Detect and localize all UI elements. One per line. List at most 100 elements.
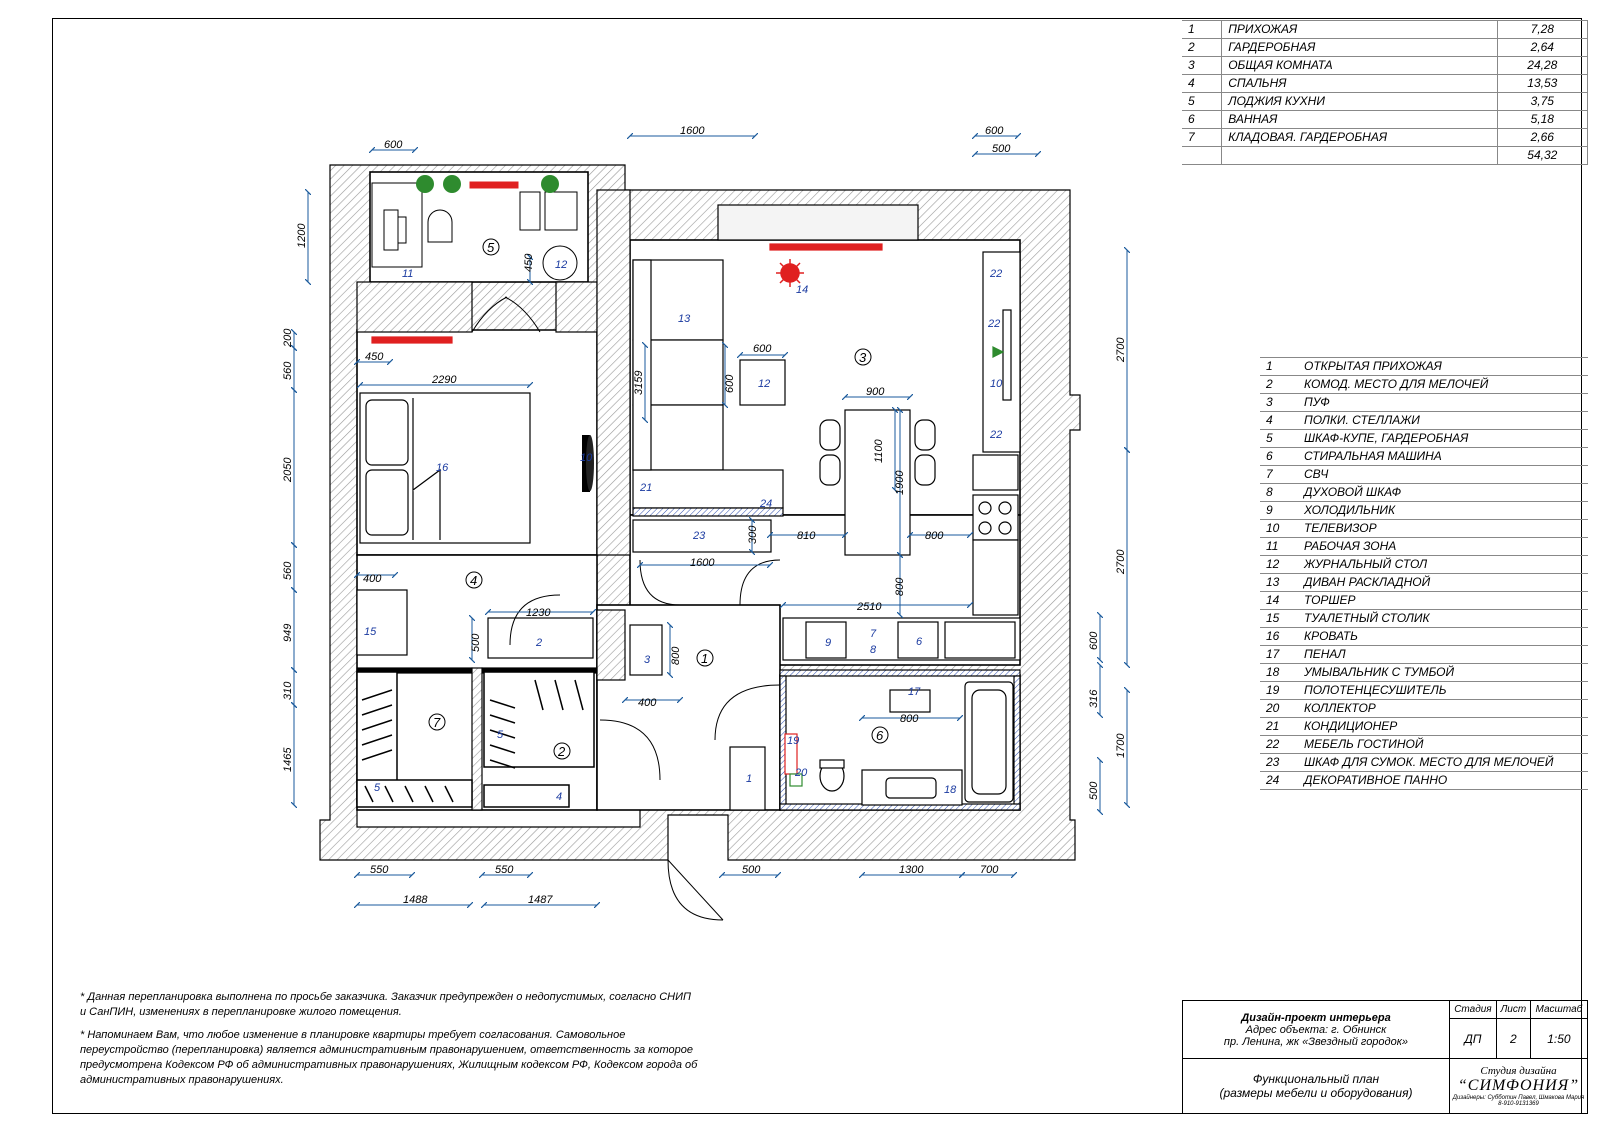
svg-text:400: 400 xyxy=(638,697,657,709)
svg-text:2050: 2050 xyxy=(282,457,294,483)
legend-num: 9 xyxy=(1260,501,1298,520)
legend-name: ЖУРНАЛЬНЫЙ СТОЛ xyxy=(1298,555,1588,574)
svg-text:5: 5 xyxy=(487,240,495,255)
studio-caption: Студия дизайна xyxy=(1480,1065,1557,1077)
legend-num: 11 xyxy=(1260,537,1298,556)
scale-label: Масштаб xyxy=(1529,1000,1589,1019)
loggia-furniture xyxy=(371,181,578,281)
svg-text:500: 500 xyxy=(470,633,482,652)
svg-text:1: 1 xyxy=(746,773,752,785)
room-area: 2,64 xyxy=(1497,38,1589,57)
legend-name: КОЛЛЕКТОР xyxy=(1298,699,1588,718)
legend-num: 17 xyxy=(1260,645,1298,664)
legend-num: 1 xyxy=(1260,357,1298,376)
svg-text:22: 22 xyxy=(987,318,1000,330)
svg-text:5: 5 xyxy=(497,729,504,741)
studio-logo: Студия дизайна “СИМФОНИЯ” Дизайнеры: Суб… xyxy=(1449,1058,1588,1114)
svg-text:2700: 2700 xyxy=(1115,337,1127,363)
svg-text:12: 12 xyxy=(555,259,567,271)
legend-name: ДУХОВОЙ ШКАФ xyxy=(1298,483,1588,502)
room-area: 2,66 xyxy=(1497,128,1589,147)
legend-name: КОНДИЦИОНЕР xyxy=(1298,717,1588,736)
project-title: Дизайн-проект интерьера xyxy=(1241,1011,1391,1024)
bedroom-furniture xyxy=(356,336,594,659)
svg-text:10: 10 xyxy=(990,378,1003,390)
svg-text:2700: 2700 xyxy=(1115,549,1127,575)
svg-text:450: 450 xyxy=(365,351,384,363)
legend-name: МЕБЕЛЬ ГОСТИНОЙ xyxy=(1298,735,1588,754)
svg-text:1465: 1465 xyxy=(282,747,294,772)
legend-name: РАБОЧАЯ ЗОНА xyxy=(1298,537,1588,556)
sheet-value: 2 xyxy=(1495,1018,1531,1059)
legend-num: 18 xyxy=(1260,663,1298,682)
legend-name: ШКАФ ДЛЯ СУМОК. МЕСТО ДЛЯ МЕЛОЧЕЙ xyxy=(1298,753,1588,772)
svg-text:13: 13 xyxy=(678,313,691,325)
legend-name: ПЕНАЛ xyxy=(1298,645,1588,664)
legend-name: ПУФ xyxy=(1298,393,1588,412)
room-area: 5,18 xyxy=(1497,110,1589,129)
room-num: 5 xyxy=(1182,92,1223,111)
svg-text:810: 810 xyxy=(797,530,816,542)
legend-name: ОТКРЫТАЯ ПРИХОЖАЯ xyxy=(1298,357,1588,376)
legend-name: ДИВАН РАСКЛАДНОЙ xyxy=(1298,573,1588,592)
svg-text:800: 800 xyxy=(894,577,906,596)
legend-num: 12 xyxy=(1260,555,1298,574)
room-name: СПАЛЬНЯ xyxy=(1221,74,1498,93)
svg-text:3159: 3159 xyxy=(633,371,645,395)
legend-name: ТОРШЕР xyxy=(1298,591,1588,610)
room-name: ЛОДЖИЯ КУХНИ xyxy=(1221,92,1498,111)
svg-text:1900: 1900 xyxy=(894,470,906,495)
svg-text:949: 949 xyxy=(282,624,294,642)
legend-name: ТУАЛЕТНЫЙ СТОЛИК xyxy=(1298,609,1588,628)
wardrobes xyxy=(356,671,595,808)
svg-text:1200: 1200 xyxy=(296,223,308,248)
notes: * Данная перепланировка выполнена по про… xyxy=(80,990,700,1096)
svg-text:200: 200 xyxy=(282,328,294,348)
legend-num: 6 xyxy=(1260,447,1298,466)
bathroom-furniture xyxy=(629,624,1014,811)
svg-text:16: 16 xyxy=(436,462,449,474)
svg-text:1488: 1488 xyxy=(403,894,428,906)
svg-text:1600: 1600 xyxy=(680,125,705,137)
svg-text:5: 5 xyxy=(374,782,381,794)
title-block: Дизайн-проект интерьера Адрес объекта: г… xyxy=(1182,1000,1589,1114)
room-num: 7 xyxy=(1182,128,1223,147)
legend-name: СВЧ xyxy=(1298,465,1588,484)
svg-text:700: 700 xyxy=(980,864,999,876)
svg-text:1700: 1700 xyxy=(1115,733,1127,758)
floor-lamp xyxy=(776,259,804,287)
svg-text:300: 300 xyxy=(747,525,759,544)
svg-text:310: 310 xyxy=(282,681,294,700)
svg-text:18: 18 xyxy=(944,784,957,796)
svg-text:1487: 1487 xyxy=(528,894,553,906)
svg-text:600: 600 xyxy=(724,374,736,393)
svg-text:21: 21 xyxy=(639,482,652,494)
svg-text:2510: 2510 xyxy=(856,601,882,613)
room-num: 3 xyxy=(1182,56,1223,75)
note-replanning: * Данная перепланировка выполнена по про… xyxy=(80,991,691,1018)
legend-num: 5 xyxy=(1260,429,1298,448)
room-name: ВАННАЯ xyxy=(1221,110,1498,129)
svg-text:1: 1 xyxy=(701,651,708,666)
room-num: 1 xyxy=(1182,20,1223,39)
svg-text:17: 17 xyxy=(908,686,921,698)
legend-num: 4 xyxy=(1260,411,1298,430)
svg-text:560: 560 xyxy=(282,561,294,580)
legend-name: ХОЛОДИЛЬНИК xyxy=(1298,501,1588,520)
